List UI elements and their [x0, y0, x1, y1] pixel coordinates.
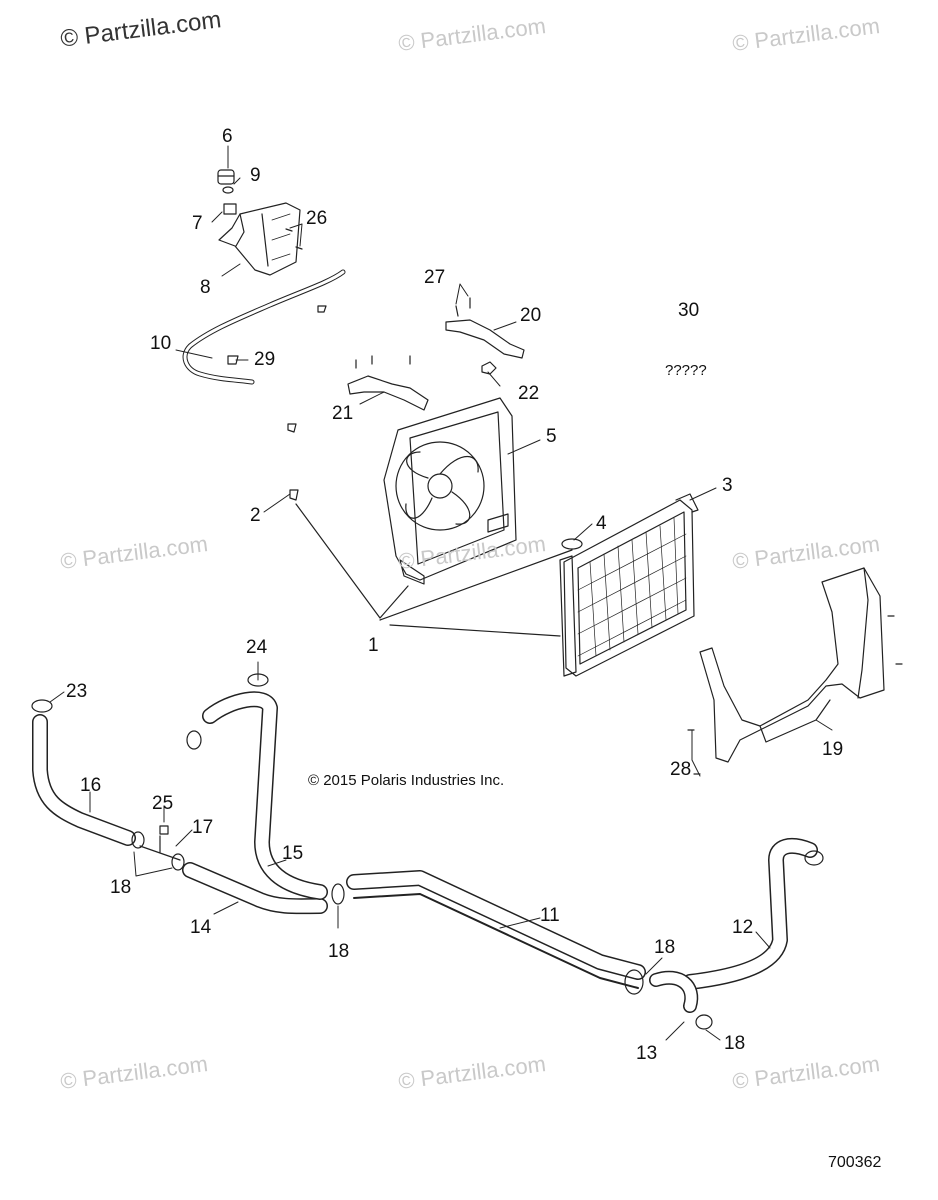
- callout-8[interactable]: 8: [200, 277, 211, 298]
- callout-leader: [295, 503, 573, 637]
- hose-clamp: [695, 1014, 713, 1030]
- callout-15[interactable]: 15: [282, 843, 304, 864]
- nut: [481, 361, 497, 375]
- callout-9[interactable]: 9: [250, 165, 261, 186]
- callout-17[interactable]: 17: [192, 817, 214, 838]
- callout-18b[interactable]: 18: [654, 937, 676, 958]
- neck-fitting: [223, 203, 237, 215]
- shield-screw: [687, 615, 903, 775]
- callout-5[interactable]: 5: [546, 426, 557, 447]
- callout-11[interactable]: 11: [540, 905, 560, 926]
- callout-23[interactable]: 23: [66, 681, 88, 702]
- callout-24[interactable]: 24: [246, 637, 268, 658]
- mounting-bolt: [289, 489, 299, 501]
- drawing-number: 700362: [828, 1154, 882, 1171]
- callout-leaders: [49, 145, 833, 1041]
- callout-12[interactable]: 12: [732, 917, 754, 938]
- reservoir-screw: [285, 228, 303, 250]
- callout-14[interactable]: 14: [190, 917, 212, 938]
- hose-clamp: [131, 831, 145, 849]
- hose-12: [682, 837, 818, 990]
- hose-clamp: [31, 699, 53, 713]
- fan-bracket: [347, 375, 429, 411]
- callout-28[interactable]: 28: [670, 759, 692, 780]
- callout-29[interactable]: 29: [254, 349, 276, 370]
- cap-seal: [222, 186, 234, 194]
- callout-1[interactable]: 1: [368, 635, 379, 656]
- callout-13[interactable]: 13: [636, 1043, 658, 1064]
- fan-shroud: [383, 397, 517, 585]
- hose-clamp: [171, 853, 185, 871]
- callout-22[interactable]: 22: [518, 383, 540, 404]
- hose-clamp: [186, 730, 202, 750]
- callout-20[interactable]: 20: [520, 305, 542, 326]
- reservoir-cap: [217, 169, 235, 185]
- coolant-reservoir: [218, 202, 301, 276]
- callout-3[interactable]: 3: [722, 475, 733, 496]
- callout-27[interactable]: 27: [424, 267, 446, 288]
- callout-18d[interactable]: 18: [724, 1033, 746, 1054]
- callout-16[interactable]: 16: [80, 775, 102, 796]
- callout-30[interactable]: 30: [678, 300, 700, 321]
- callout-18c[interactable]: 18: [328, 941, 350, 962]
- bracket-bolt: [455, 297, 471, 317]
- hose-clamp: [804, 850, 824, 866]
- hose-clamp: [624, 969, 644, 995]
- upper-bracket: [445, 319, 525, 359]
- grommet: [561, 538, 583, 550]
- lower-shield: [699, 567, 885, 763]
- part-placeholder: ?????: [665, 362, 707, 379]
- callout-21[interactable]: 21: [332, 403, 354, 424]
- copyright-text: © 2015 Polaris Industries Inc.: [308, 772, 505, 789]
- callout-19[interactable]: 19: [822, 739, 844, 760]
- callout-7[interactable]: 7: [192, 213, 203, 234]
- hose-clip: [317, 305, 327, 313]
- mounting-bolt: [287, 423, 297, 433]
- callout-4[interactable]: 4: [596, 513, 607, 534]
- callout-25[interactable]: 25: [152, 793, 174, 814]
- callout-26[interactable]: 26: [306, 208, 328, 229]
- radiator: [559, 493, 699, 677]
- callout-18a[interactable]: 18: [110, 877, 132, 898]
- callout-10[interactable]: 10: [150, 333, 172, 354]
- hose-clamp: [331, 883, 345, 905]
- hose-clip: [227, 355, 239, 365]
- callout-2[interactable]: 2: [250, 505, 261, 526]
- callout-6[interactable]: 6: [222, 126, 233, 147]
